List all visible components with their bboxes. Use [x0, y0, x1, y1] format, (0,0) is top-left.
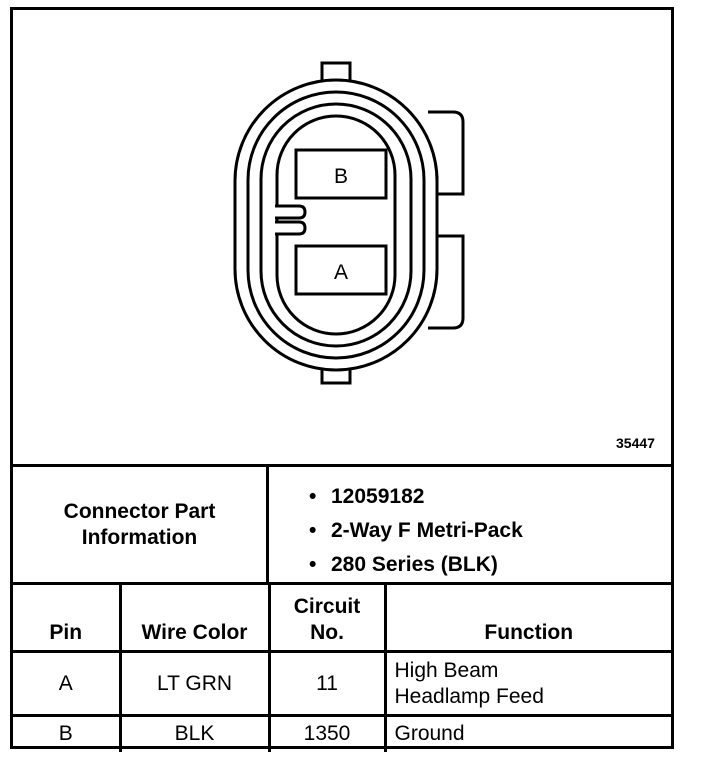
connector-series-item: • 280 Series (BLK) [309, 548, 523, 582]
function-cell: Ground [383, 714, 671, 752]
cavity-b-label: B [334, 165, 348, 188]
connector-info-label-line: Connector Part [63, 499, 216, 523]
function-cell: High Beam Headlamp Feed [383, 650, 671, 717]
header-circuit-line: Circuit [293, 595, 361, 618]
header-pin: Pin [13, 582, 122, 653]
header-function: Function [383, 582, 671, 653]
bullet: • [309, 553, 317, 576]
connector-drawing: B A [233, 61, 465, 385]
connector-face-view: B A 35447 [13, 10, 671, 464]
circuit-cell: 1350 [267, 714, 387, 752]
connector-type: 2-Way F Metri-Pack [331, 519, 523, 542]
housing-ring-2 [246, 90, 426, 360]
function-line: Headlamp Feed [394, 684, 544, 708]
function-line: Ground [394, 722, 465, 746]
bullet: • [309, 485, 317, 508]
pin-table-header: Pin Wire Color Circuit No. Function [13, 582, 671, 653]
table-row: B BLK 1350 Ground [13, 714, 671, 752]
connector-info-label-line: Information [81, 525, 198, 549]
table-row: A LT GRN 11 High Beam Headlamp Feed [13, 650, 671, 717]
pin-table: Pin Wire Color Circuit No. Function A LT… [13, 582, 671, 752]
figure-number: 35447 [616, 435, 655, 451]
cavity-a [294, 244, 388, 296]
function-line: High Beam [394, 658, 499, 682]
housing-ring-3 [259, 102, 413, 348]
cavity-a-label: A [334, 261, 348, 284]
part-number-item: • 12059182 [309, 480, 523, 514]
circuit-cell: 11 [267, 650, 387, 717]
wire-color-cell: BLK [118, 714, 271, 752]
pin-cell: B [13, 714, 122, 752]
cavity-b [294, 148, 388, 200]
diagram-frame: B A 35447 Connector Part Information • 12… [10, 7, 674, 752]
header-circuit-line: No. [310, 621, 344, 644]
pin-cell: A [13, 650, 122, 717]
header-wire-color: Wire Color [118, 582, 271, 653]
wire-color-cell: LT GRN [118, 650, 271, 717]
connector-details-list: • 12059182 • 2-Way F Metri-Pack • 280 Serie… [309, 480, 523, 582]
connector-info-label: Connector Part Information [13, 467, 269, 582]
connector-series: 280 Series (BLK) [331, 553, 498, 576]
part-number: 12059182 [331, 485, 425, 508]
connector-type-item: • 2-Way F Metri-Pack [309, 514, 523, 548]
top-tab [320, 61, 352, 83]
polarization-key [275, 204, 307, 236]
header-circuit: Circuit No. [267, 582, 387, 653]
housing-outer [233, 78, 439, 372]
connector-info-row: Connector Part Information • 12059182 • 2-… [13, 464, 671, 582]
bullet: • [309, 519, 317, 542]
